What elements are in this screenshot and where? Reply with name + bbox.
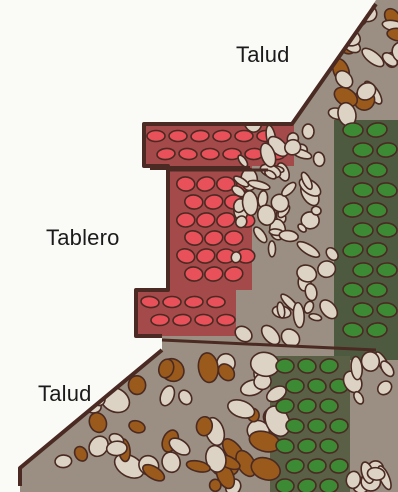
stone [147, 130, 165, 141]
stone [286, 379, 304, 393]
stone [276, 359, 294, 373]
stone [345, 4, 360, 18]
stone [55, 454, 73, 468]
tablero-label: Tablero [46, 225, 120, 251]
stone [353, 262, 374, 277]
stone [184, 194, 203, 210]
stone [177, 213, 195, 227]
stone [207, 296, 225, 307]
stone [343, 202, 364, 217]
stone [217, 314, 235, 326]
stone [367, 162, 388, 177]
stone [320, 399, 338, 413]
stone [89, 360, 108, 377]
stone [302, 124, 314, 139]
stone [106, 441, 127, 457]
stone [377, 222, 398, 237]
stone [151, 314, 169, 326]
upper-talud-label: Talud [236, 42, 290, 68]
stone [343, 123, 363, 137]
stone [163, 296, 181, 307]
stone [377, 263, 397, 277]
stone [184, 266, 203, 282]
stone [276, 479, 294, 492]
stone [353, 143, 373, 157]
stone [225, 231, 243, 246]
stone [353, 182, 374, 197]
stone [308, 419, 327, 434]
stone [195, 314, 214, 326]
stone [169, 130, 187, 141]
stone [320, 479, 339, 492]
stone [176, 176, 195, 191]
lower-talud-label: Talud [38, 381, 92, 407]
stone [209, 479, 221, 492]
stone [213, 130, 232, 142]
stone [268, 241, 275, 257]
stone [367, 283, 387, 298]
stone [185, 296, 204, 308]
stone [343, 163, 363, 177]
stone [201, 148, 219, 159]
stone [353, 222, 374, 237]
